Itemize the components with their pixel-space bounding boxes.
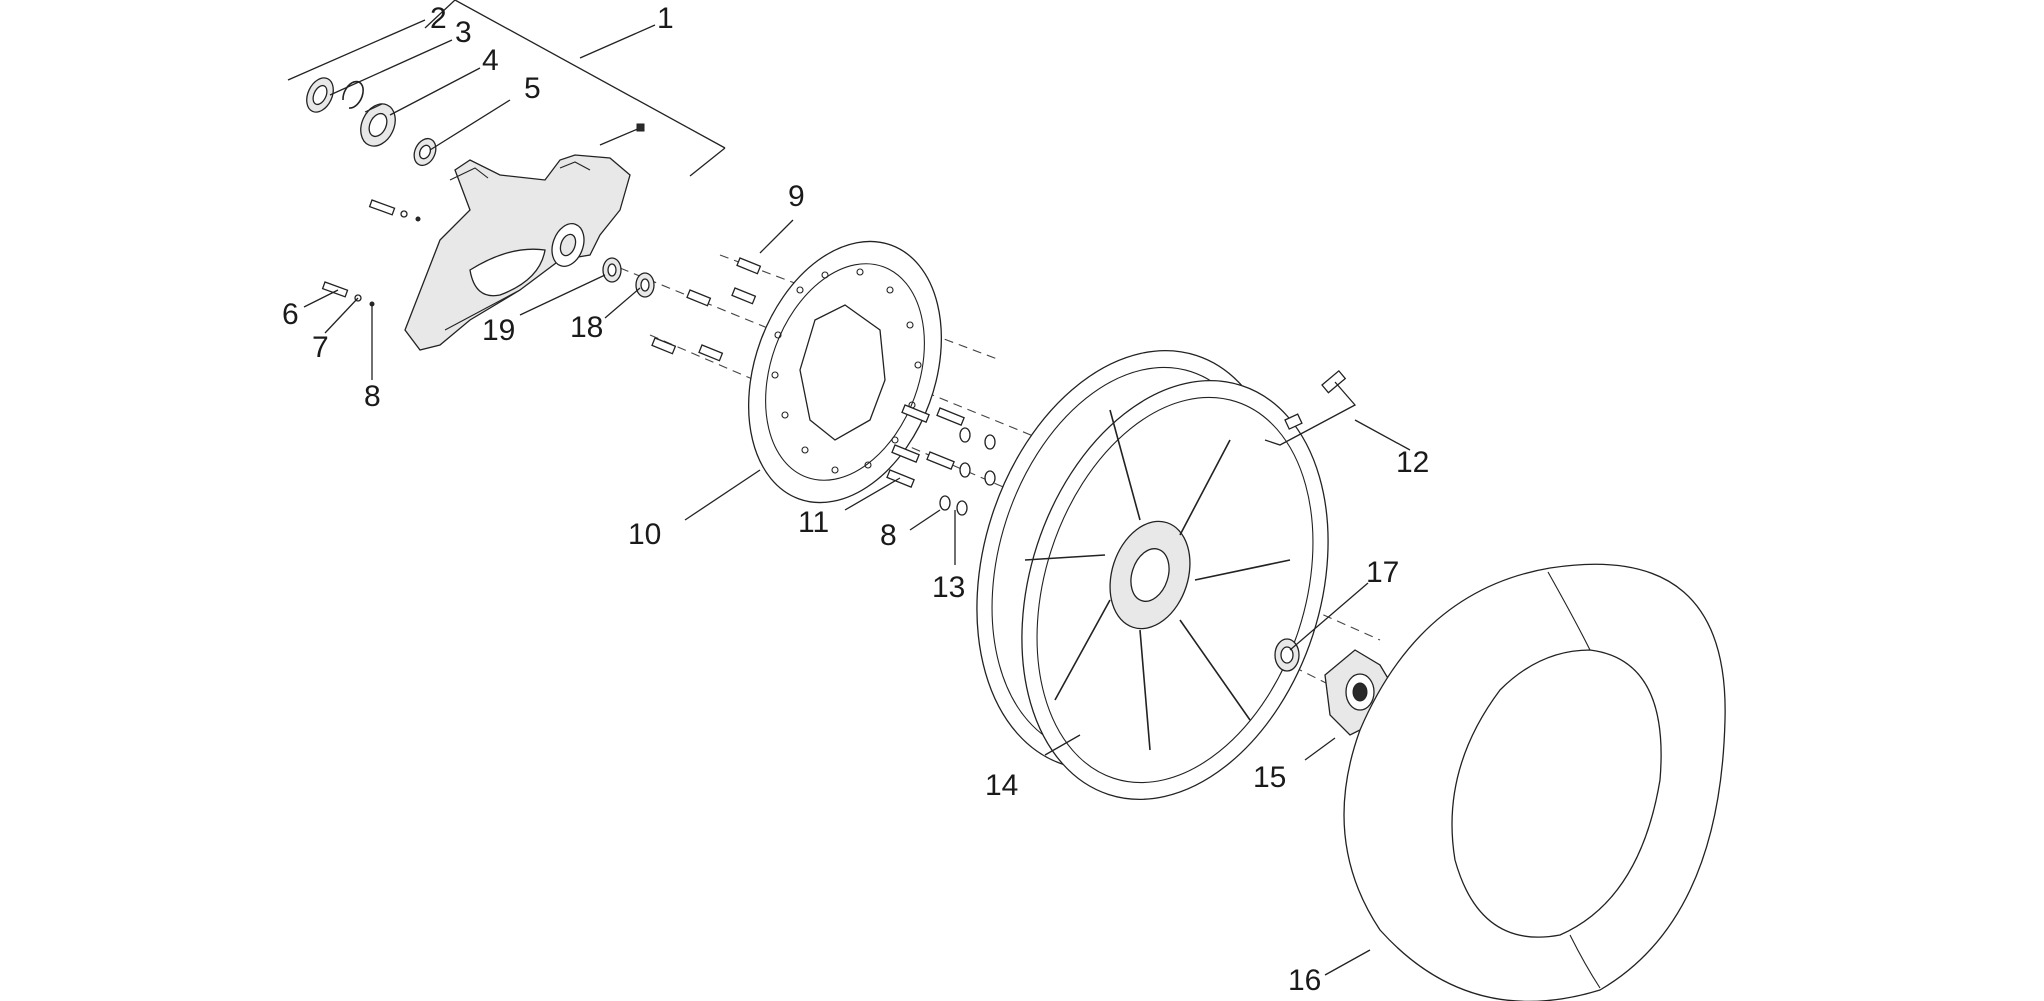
spacer-part-18 [635,272,655,298]
tire [1343,563,1726,1001]
tire-valve [1264,369,1357,446]
callout-13: 13 [932,571,965,604]
hub-washers [939,427,996,516]
callout-4: 4 [482,44,499,77]
spacer-part-5 [413,137,437,167]
callout-19: 19 [482,314,515,347]
spacer-part-17 [1274,638,1300,672]
callout-15: 15 [1253,761,1286,794]
callout-9: 9 [788,180,805,213]
callout-3: 3 [455,16,472,49]
brake-disc [747,240,943,504]
group-bracket-1 [424,0,726,177]
wheel-rim [976,350,1329,800]
callout-8-lower: 8 [880,519,897,552]
callout-8-upper: 8 [364,380,381,413]
callout-1: 1 [657,2,674,35]
disc-bolts [651,257,762,362]
callout-2: 2 [430,2,447,35]
callout-6: 6 [282,298,299,331]
callout-18: 18 [570,311,603,344]
spacer-part-19 [602,257,622,283]
caliper-bracket [404,154,631,351]
seal-part-2 [306,77,334,113]
callout-17: 17 [1366,556,1399,589]
bracket-bolts [321,199,421,307]
callout-7: 7 [312,331,329,364]
leader-lines [287,19,1411,976]
circlip-part-3 [342,80,364,109]
callout-10: 10 [628,518,661,551]
callout-5: 5 [524,72,541,105]
callout-14: 14 [985,769,1018,802]
callout-12: 12 [1396,446,1429,479]
callout-labels: 1 2 3 4 5 6 7 8 8 9 10 11 12 13 14 15 16… [282,2,1429,997]
hub-bolts [886,404,965,489]
callout-16: 16 [1288,964,1321,997]
bearing-part-4 [360,103,396,147]
callout-11: 11 [798,506,829,539]
